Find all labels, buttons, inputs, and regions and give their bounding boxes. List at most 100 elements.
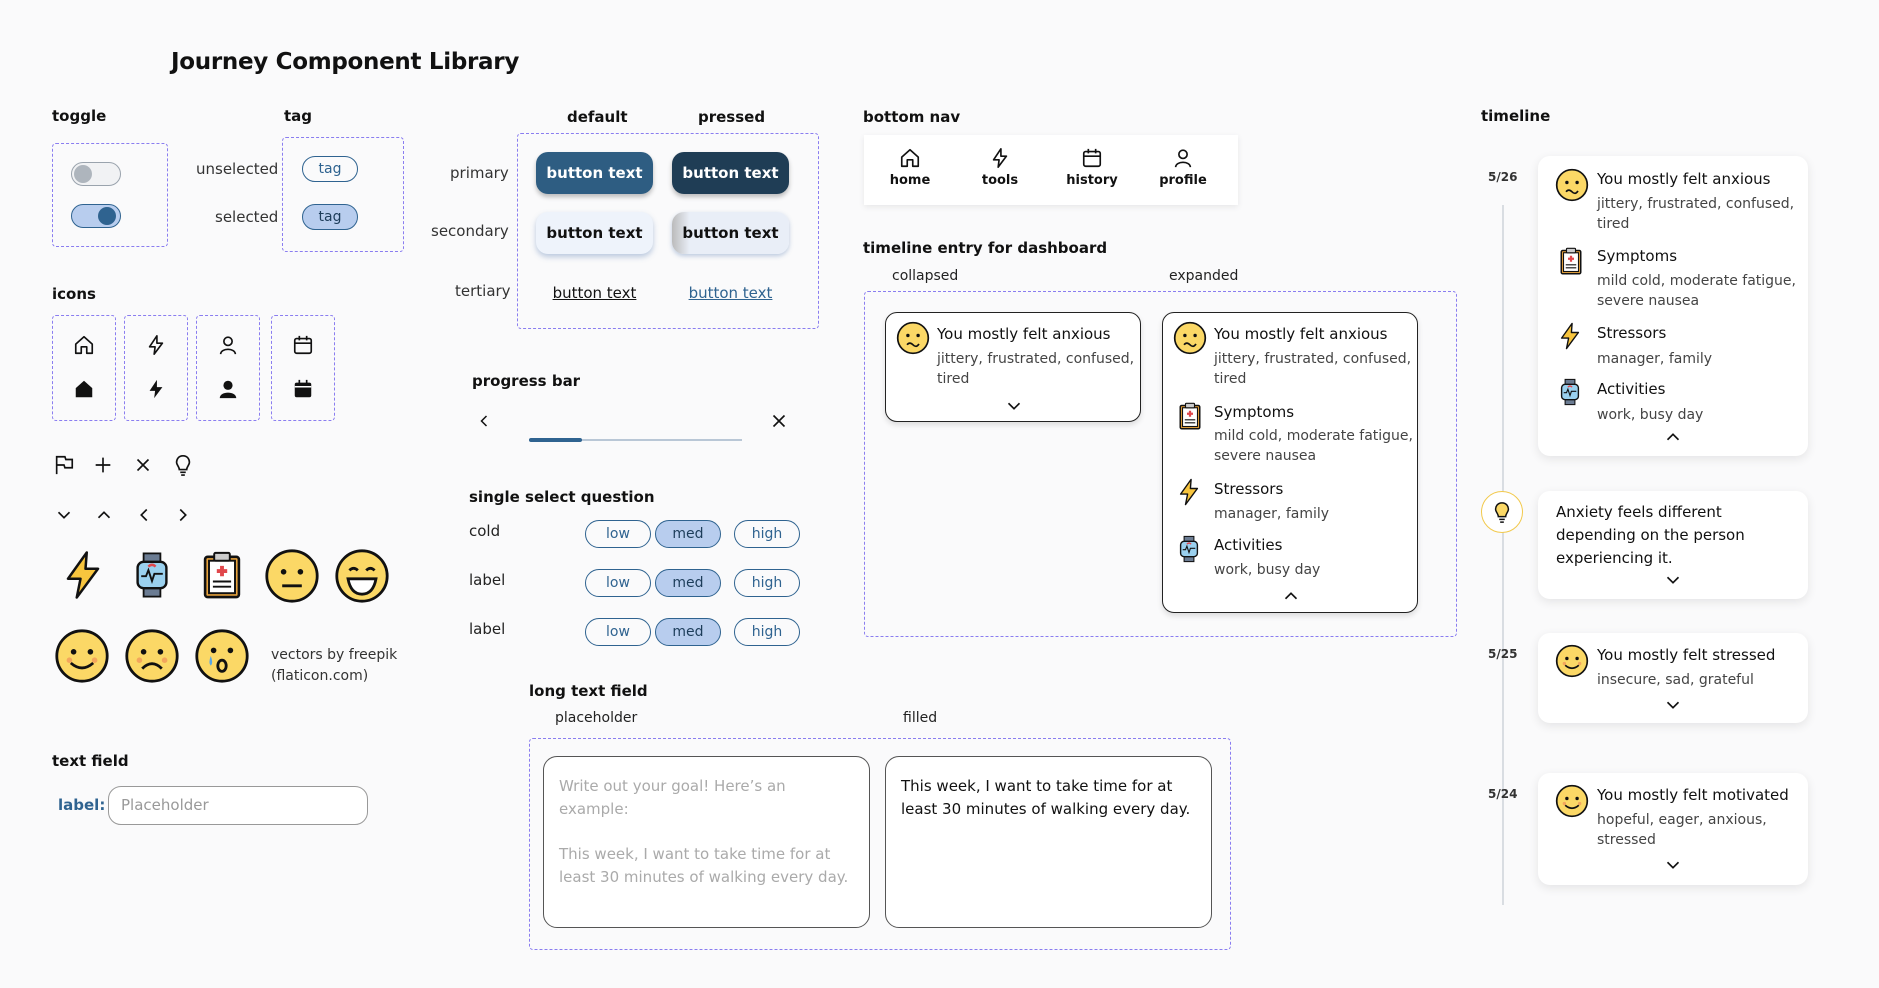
progress-fill [529,438,583,442]
option-med[interactable]: med [655,569,721,597]
secondary-button-pressed[interactable]: button text [672,212,789,254]
tag-unselected[interactable]: tag [302,156,358,182]
timeline-tip-card[interactable]: Anxiety feels different depending on the… [1538,491,1808,599]
buttons-col-default: default [567,108,628,126]
tag-selected[interactable]: tag [302,204,358,230]
toggle-on[interactable] [71,204,121,228]
nav-label: tools [981,173,1019,188]
user-icon [1172,147,1194,169]
lightbulb-icon [1494,502,1510,523]
stressors-title: Stressors [1214,480,1284,498]
chevron-down-icon[interactable] [1662,694,1684,716]
lightning-color-icon [1556,320,1584,352]
plus-icon [95,457,111,473]
chevron-up-icon[interactable] [1280,585,1302,607]
option-med[interactable]: med [655,618,721,646]
bolt-icon [145,334,167,356]
option-low[interactable]: low [585,569,651,597]
calendar-filled-icon [292,378,314,400]
secondary-button[interactable]: button text [536,212,653,254]
nav-item-home[interactable]: home [870,147,950,188]
long-text-field-placeholder[interactable]: Write out your goal! Here’s an example: … [543,756,870,928]
chevron-up-icon[interactable] [1662,426,1684,448]
entry-title: You mostly felt anxious [937,325,1111,343]
icon-pair-bolt [124,315,188,421]
placeholder-line1: Write out your goal! Here’s an example: [559,777,786,818]
crying-face-icon [195,629,249,683]
primary-button[interactable]: button text [536,152,653,194]
icon-pair-user [196,315,260,421]
long-text-field-filled[interactable]: This week, I want to take time for at le… [885,756,1212,928]
toggle-group [52,143,168,247]
timeline-card[interactable]: You mostly felt stressed insecure, sad, … [1538,633,1808,723]
activities-text: work, busy day [1597,407,1704,423]
neutral-face-icon [265,549,319,603]
smile-face-icon [1555,784,1589,818]
timeline-date: 5/25 [1488,647,1518,661]
tag-unselected-label: unselected [196,160,279,178]
progress-heading: progress bar [472,372,581,390]
activities-title: Activities [1597,380,1666,398]
timeline-line [1502,205,1504,905]
collapsed-label: collapsed [892,268,959,284]
buttons-row-tertiary: tertiary [455,282,511,300]
progress-track [529,438,742,442]
nav-item-profile[interactable]: profile [1143,147,1223,188]
nav-item-tools[interactable]: tools [960,147,1040,188]
primary-button-pressed[interactable]: button text [672,152,789,194]
anxious-face-icon [1173,321,1207,355]
user-filled-icon [217,378,239,400]
timeline-entry-collapsed[interactable]: You mostly felt anxious jittery, frustra… [885,312,1141,422]
option-med[interactable]: med [655,520,721,548]
tertiary-button[interactable]: button text [552,284,637,302]
option-high[interactable]: high [734,618,800,646]
lightning-color-icon [1175,476,1203,508]
chevron-up-icon [93,504,115,526]
anxious-face-icon [1555,168,1589,202]
option-low[interactable]: low [585,618,651,646]
option-high[interactable]: high [734,569,800,597]
timeline-card[interactable]: You mostly felt motivated hopeful, eager… [1538,773,1808,885]
single-select-row-label: label [469,571,506,589]
stressors-text: manager, family [1214,506,1330,522]
clipboard-color-icon [1175,400,1205,432]
tip-marker [1481,491,1523,533]
entry-feelings: jittery, frustrated, confused, tired [1597,196,1795,232]
long-text-placeholder-label: placeholder [555,710,638,726]
smartwatch-color-icon [1175,533,1203,565]
clipboard-color-icon [196,548,248,602]
bottom-nav-heading: bottom nav [863,108,961,126]
chevron-down-icon[interactable] [1662,854,1684,876]
timeline-date: 5/26 [1488,170,1518,184]
text-field-input[interactable]: Placeholder [108,786,368,825]
placeholder-line2: This week, I want to take time for at le… [559,845,849,886]
option-high[interactable]: high [734,520,800,548]
tertiary-button-pressed[interactable]: button text [688,284,773,302]
tip-text: Anxiety feels different depending on the… [1556,503,1745,567]
symptoms-text: mild cold, moderate fatigue, severe naus… [1214,428,1413,464]
close-icon[interactable] [768,410,790,432]
lightning-color-icon [58,547,108,603]
chevron-down-icon[interactable] [1003,395,1025,417]
icon-pair-calendar [271,315,335,421]
buttons-group: button text button text button text butt… [517,133,819,329]
timeline-entry-expanded[interactable]: You mostly felt anxious jittery, frustra… [1162,312,1418,613]
timeline-heading: timeline [1481,107,1551,125]
page-title: Journey Component Library [171,49,520,75]
toggle-off[interactable] [71,162,121,186]
bottom-nav: home tools history profile [864,135,1238,205]
symptoms-title: Symptoms [1597,247,1678,265]
nav-label: history [1066,173,1118,188]
icon-pair-home [52,315,116,421]
smile-face-icon [1555,644,1589,678]
option-low[interactable]: low [585,520,651,548]
text-field-label: label: [58,796,106,814]
nav-item-history[interactable]: history [1052,147,1132,188]
chevron-down-icon[interactable] [1662,569,1684,591]
grin-face-icon [335,549,389,603]
timeline-card-expanded[interactable]: You mostly felt anxious jittery, frustra… [1538,156,1808,456]
entry-title: You mostly felt anxious [1214,325,1388,343]
activities-text: work, busy day [1214,562,1321,578]
entry-title: You mostly felt motivated [1597,786,1789,804]
back-chevron-icon[interactable] [474,410,494,432]
